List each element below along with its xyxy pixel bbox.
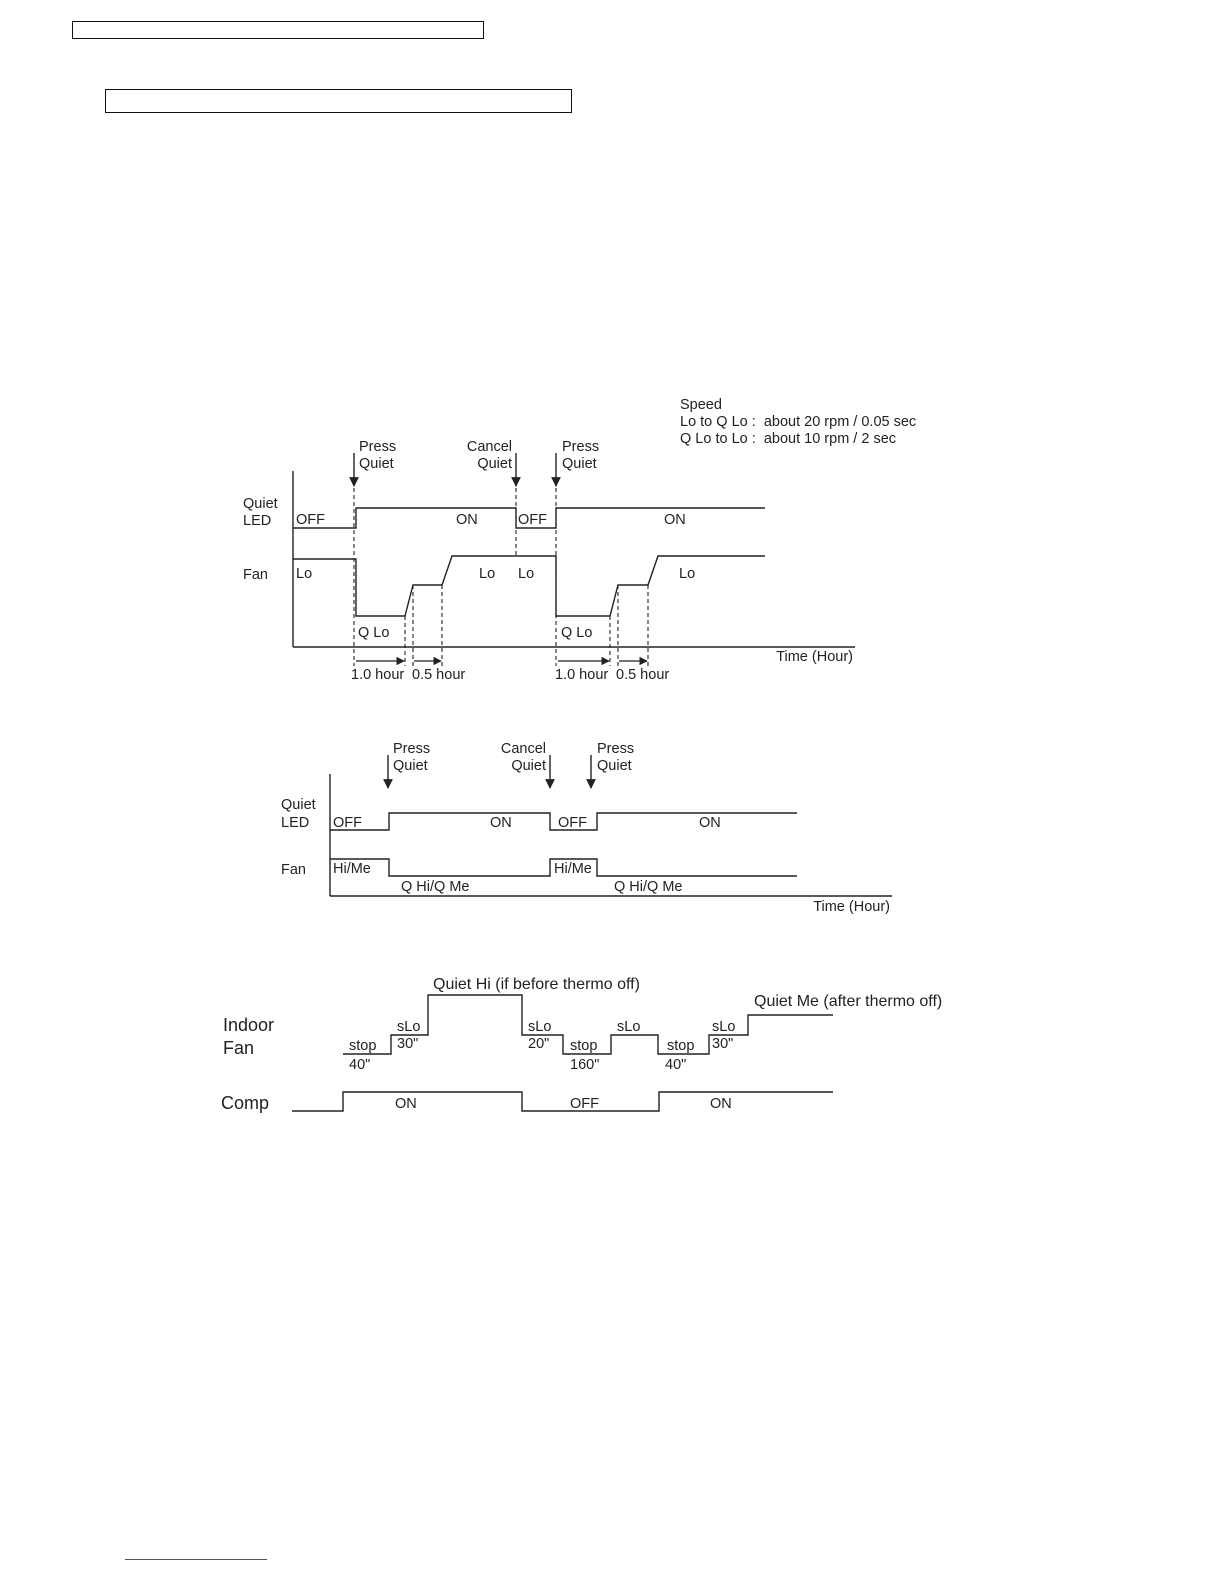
fan-state-lo-2: Lo [479, 566, 495, 582]
led-state-off-1: OFF [296, 512, 325, 528]
d2-quiet-led-waveform [330, 812, 797, 831]
section-title-box [105, 89, 572, 113]
duration-label-2: 0.5 hour [412, 667, 465, 683]
time-axis-label: Time (Hour) [776, 649, 853, 665]
d2-event-3-label-line-1: Press [597, 741, 634, 757]
d2-led-state-off-1: OFF [333, 815, 362, 831]
step-stop-3-time: 40" [665, 1057, 686, 1073]
d2-led-state-on-2: ON [699, 815, 721, 831]
comp-state-on-1: ON [395, 1096, 417, 1112]
quiet-led-waveform [293, 507, 765, 529]
d2-fan-state-4: Q Hi/Q Me [614, 879, 682, 895]
d2-event-1-label-line-2: Quiet [393, 758, 428, 774]
diagram-3-thermo-sequence: Indoor Fan Comp Quiet Hi (if before ther… [221, 976, 942, 1113]
fan-state-lo-4: Lo [679, 566, 695, 582]
step-stop-1-time: 40" [349, 1057, 370, 1073]
diagram-2-quiet-hi-me: Press Quiet Cancel Quiet Press Quiet Qui… [281, 741, 892, 915]
quiet-led-row-label-line-2: LED [243, 513, 271, 529]
fan-state-qlo-2: Q Lo [561, 625, 592, 641]
step-slo-4-time: 30" [712, 1036, 733, 1052]
led-state-on-1: ON [456, 512, 478, 528]
d2-quiet-led-row-label-line-2: LED [281, 815, 309, 831]
led-state-on-2: ON [664, 512, 686, 528]
event-2-label-line-2: Quiet [477, 456, 512, 472]
header-box [72, 21, 484, 39]
d2-led-state-off-2: OFF [558, 815, 587, 831]
fan-state-lo-3: Lo [518, 566, 534, 582]
fan-waveform [293, 555, 765, 617]
indoor-fan-row-label-line-1: Indoor [223, 1015, 274, 1035]
step-slo-1-name: sLo [397, 1019, 420, 1035]
step-slo-3-name: sLo [617, 1019, 640, 1035]
step-slo-2-name: sLo [528, 1019, 551, 1035]
step-stop-2-name: stop [570, 1038, 597, 1054]
event-3-label-line-1: Press [562, 439, 599, 455]
fan-row-label: Fan [243, 567, 268, 583]
event-1-label-line-2: Quiet [359, 456, 394, 472]
d2-fan-waveform [330, 858, 797, 877]
comp-row-label: Comp [221, 1093, 269, 1113]
event-1-label-line-1: Press [359, 439, 396, 455]
event-guide-lines [353, 488, 649, 666]
comp-state-off: OFF [570, 1096, 599, 1112]
d2-fan-state-2: Q Hi/Q Me [401, 879, 469, 895]
footer-link-underline [125, 1559, 267, 1560]
quiet-led-row-label-line-1: Quiet [243, 496, 278, 512]
step-stop-3-name: stop [667, 1038, 694, 1054]
fan-state-lo-1: Lo [296, 566, 312, 582]
step-slo-2-time: 20" [528, 1036, 549, 1052]
step-slo-4-name: sLo [712, 1019, 735, 1035]
d2-event-1-label-line-1: Press [393, 741, 430, 757]
d2-led-state-on-1: ON [490, 815, 512, 831]
duration-label-1: 1.0 hour [351, 667, 404, 683]
event-2-label-line-1: Cancel [467, 439, 512, 455]
d2-fan-row-label: Fan [281, 862, 306, 878]
step-stop-2-time: 160" [570, 1057, 599, 1073]
event-3-label-line-2: Quiet [562, 456, 597, 472]
quiet-hi-label: Quiet Hi (if before thermo off) [433, 976, 640, 993]
speed-note-title: Speed [680, 397, 722, 413]
step-slo-1-time: 30" [397, 1036, 418, 1052]
d2-quiet-led-row-label-line-1: Quiet [281, 797, 316, 813]
d2-event-3-label-line-2: Quiet [597, 758, 632, 774]
indoor-fan-row-label-line-2: Fan [223, 1038, 254, 1058]
speed-note-line-2: Q Lo to Lo : about 10 rpm / 2 sec [680, 431, 896, 447]
step-stop-1-name: stop [349, 1038, 376, 1054]
comp-waveform [292, 1091, 833, 1112]
d2-fan-state-3: Hi/Me [554, 861, 592, 877]
fan-state-qlo-1: Q Lo [358, 625, 389, 641]
led-state-off-2: OFF [518, 512, 547, 528]
d2-event-2-label-line-2: Quiet [511, 758, 546, 774]
speed-note-line-1: Lo to Q Lo : about 20 rpm / 0.05 sec [680, 414, 916, 430]
quiet-me-label: Quiet Me (after thermo off) [754, 993, 942, 1010]
duration-label-3: 1.0 hour [555, 667, 608, 683]
diagram-1-quiet-lo: Speed Lo to Q Lo : about 20 rpm / 0.05 s… [243, 397, 916, 683]
d2-event-2-label-line-1: Cancel [501, 741, 546, 757]
d2-fan-state-1: Hi/Me [333, 861, 371, 877]
indoor-fan-waveform [343, 994, 833, 1055]
duration-label-4: 0.5 hour [616, 667, 669, 683]
d2-time-axis-label: Time (Hour) [813, 899, 890, 915]
comp-state-on-2: ON [710, 1096, 732, 1112]
